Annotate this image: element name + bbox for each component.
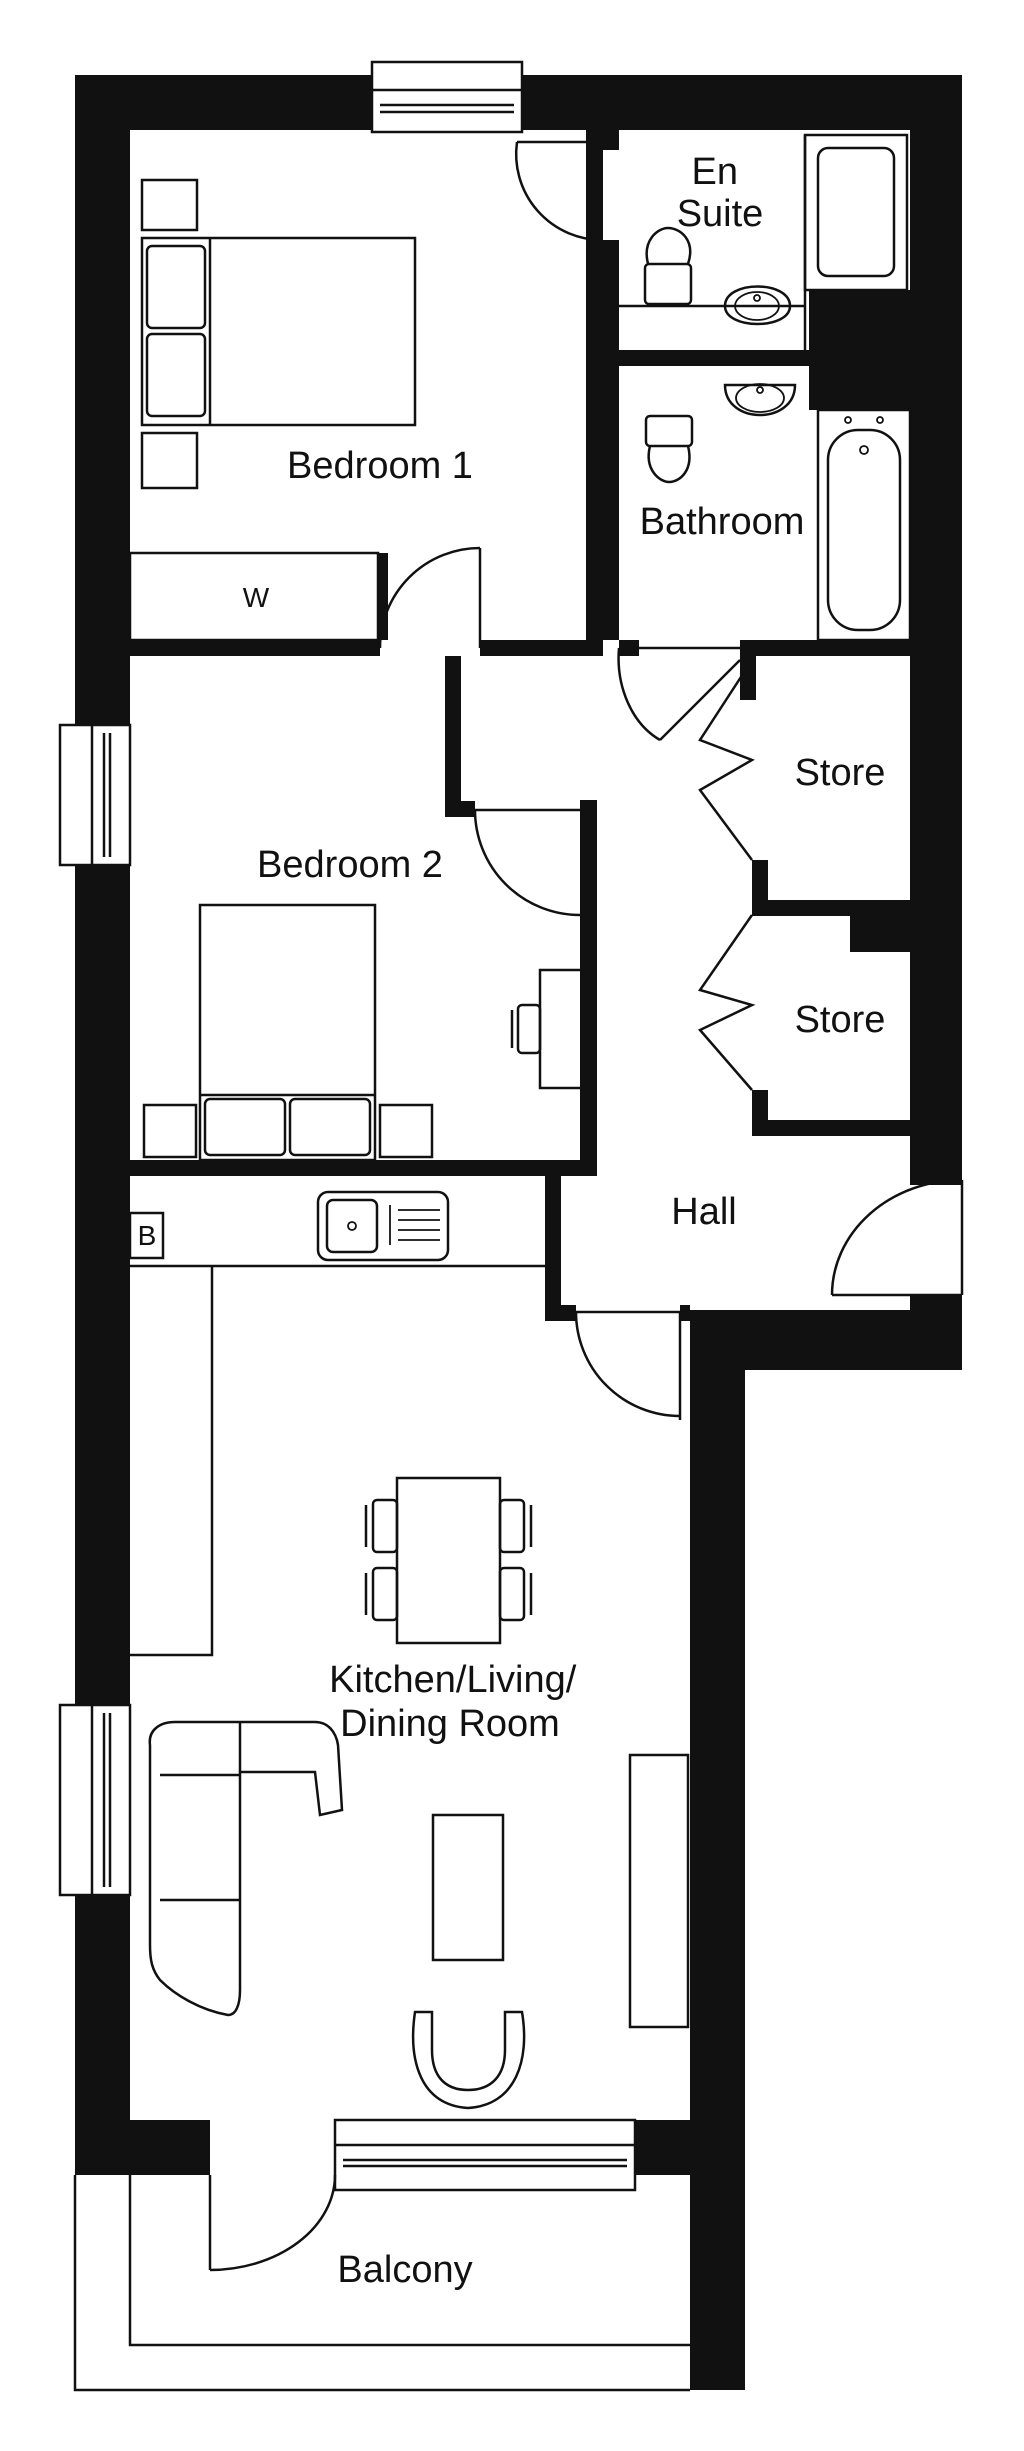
toilet-icon <box>644 414 694 484</box>
chair-icon <box>371 1498 399 1554</box>
kitchen-living-label-line1: Kitchen/Living/ <box>329 1659 577 1701</box>
armchair-icon <box>411 2010 526 2110</box>
interior-walls <box>130 130 962 1321</box>
store-lower-label: Store <box>795 999 886 1041</box>
window-left-living <box>58 1703 132 1897</box>
living-furniture <box>148 1720 690 2110</box>
balcony-outline <box>73 2175 690 2392</box>
bedroom1-label: Bedroom 1 <box>287 445 473 487</box>
kitchen-living-label: Kitchen/Living/ Dining Room <box>329 1659 587 1745</box>
chair-icon <box>498 1498 526 1554</box>
bedside-table-icon <box>378 1103 434 1159</box>
tv-unit-icon <box>628 1753 690 2029</box>
chair-icon <box>371 1566 399 1622</box>
bedside-table-icon <box>140 178 199 232</box>
bathroom-label: Bathroom <box>640 501 805 543</box>
en-suite-label: En Suite <box>677 151 764 235</box>
corner-sofa-icon <box>148 1720 344 2017</box>
coffee-table-icon <box>431 1813 505 1962</box>
dining-table-icon <box>395 1476 502 1645</box>
doors <box>208 140 964 2272</box>
window-balcony <box>333 2118 637 2192</box>
double-bed-icon <box>140 236 417 427</box>
bedroom2-label: Bedroom 2 <box>257 844 443 886</box>
basin-icon <box>723 285 792 326</box>
hall-label: Hall <box>671 1191 736 1233</box>
en-suite-label-line2: Suite <box>677 193 764 235</box>
en-suite-fixtures <box>619 133 909 350</box>
outer-walls <box>75 75 962 2390</box>
boiler-label: B <box>138 1220 157 1251</box>
double-bed-icon <box>198 903 377 1162</box>
toilet-icon <box>643 226 693 306</box>
desk-chair-icon <box>510 968 592 1090</box>
dining-furniture <box>364 1476 533 1645</box>
bedside-table-icon <box>140 431 199 490</box>
chair-icon <box>498 1566 526 1622</box>
wardrobe-label: W <box>243 582 270 613</box>
bedside-table-icon <box>142 1103 198 1159</box>
kitchen-fixtures <box>128 1190 545 1657</box>
boiler-icon <box>128 1211 165 1260</box>
en-suite-label-line1: En <box>691 151 737 193</box>
bedroom2-furniture <box>142 903 592 1162</box>
kitchen-living-label-line2: Dining Room <box>340 1703 560 1745</box>
room-labels: En Suite Bathroom Bedroom 1 W Store Stor… <box>138 151 886 2291</box>
basin-icon <box>723 383 797 417</box>
window-left-bedroom2 <box>58 723 132 867</box>
sink-icon <box>316 1190 450 1262</box>
store-upper-label: Store <box>795 752 886 794</box>
window-top <box>370 60 524 134</box>
bath-icon <box>816 408 912 642</box>
balcony-label: Balcony <box>337 2249 472 2291</box>
bedroom1-furniture <box>128 178 417 642</box>
bathroom-fixtures <box>644 383 912 642</box>
